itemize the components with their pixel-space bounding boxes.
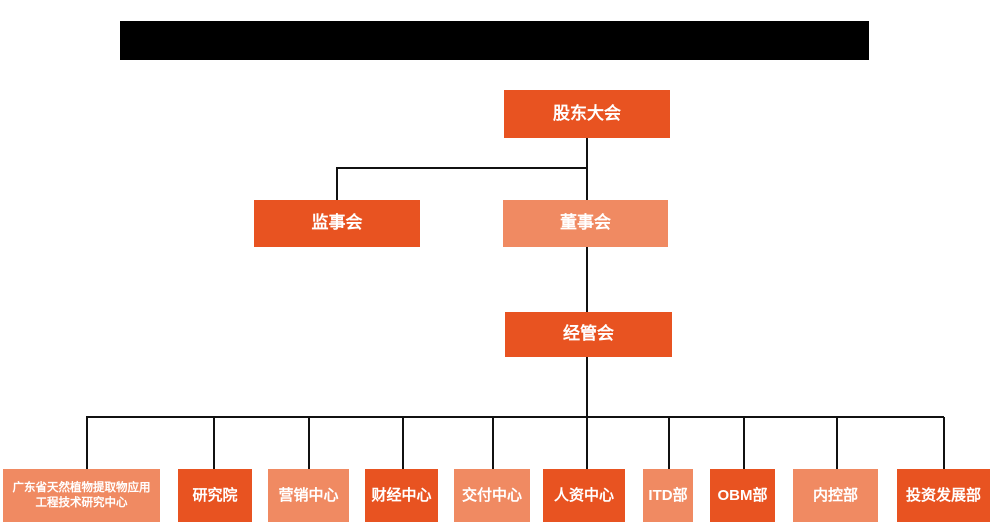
org-node-label: OBM部 [717,486,768,504]
connector-line [743,417,745,469]
org-node-label: 人资中心 [553,486,614,504]
connector-line [586,417,588,469]
connector-line [86,417,88,469]
org-node-label: 交付中心 [461,486,522,504]
org-node-label: 经管会 [563,324,614,344]
org-node-obm-department: OBM部 [710,469,775,522]
org-node-investment-development-department: 投资发展部 [897,469,990,522]
org-node-internal-control-department: 内控部 [793,469,878,522]
org-node-research-center-guangdong: 广东省天然植物提取物应用工程技术研究中心 [3,469,160,522]
org-node-label: ITD部 [648,486,688,504]
connector-line [308,417,310,469]
org-node-label: 内控部 [812,486,858,504]
redacted-title-bar [120,21,869,60]
connector-line [586,247,588,312]
connector-line [402,417,404,469]
connector-line [668,417,670,469]
org-node-label: 董事会 [560,213,611,233]
org-node-hr-center: 人资中心 [543,469,625,522]
org-node-label: 研究院 [192,486,238,504]
org-node-label: 营销中心 [278,486,339,504]
connector-line [586,357,588,417]
org-node-label: 财经中心 [371,486,432,504]
org-node-marketing-center: 营销中心 [268,469,349,522]
connector-line [943,417,945,469]
connector-line [213,417,215,469]
connector-line [492,417,494,469]
org-node-shareholders-meeting: 股东大会 [504,90,670,138]
org-node-supervisory-board: 监事会 [254,200,420,247]
org-node-label: 股东大会 [553,103,621,123]
connector-line [336,168,338,200]
org-node-label: 广东省天然植物提取物应用工程技术研究中心 [12,481,151,509]
org-node-finance-center: 财经中心 [365,469,438,522]
connector-line [86,416,944,418]
org-node-research-institute: 研究院 [178,469,252,522]
org-node-label: 监事会 [311,213,363,233]
org-node-board-of-directors: 董事会 [503,200,668,247]
connector-line [586,138,588,168]
org-node-label: 投资发展部 [905,486,981,504]
connector-line [586,168,588,200]
org-node-itd-department: ITD部 [643,469,693,522]
connector-line [336,167,588,169]
org-node-delivery-center: 交付中心 [454,469,530,522]
org-node-management-committee: 经管会 [505,312,672,357]
connector-line [836,417,838,469]
